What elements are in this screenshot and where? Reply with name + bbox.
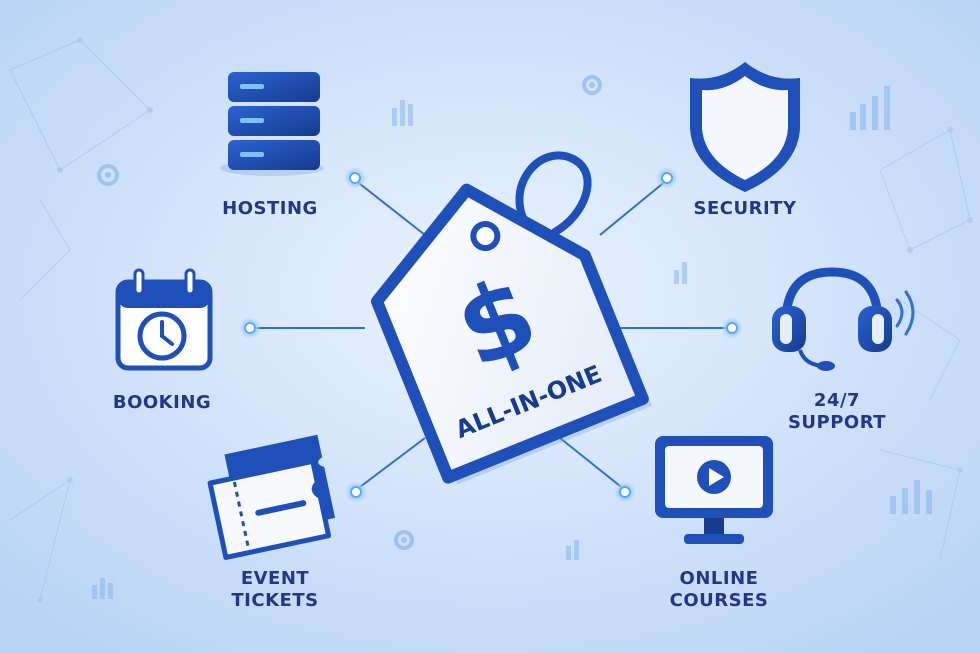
label-online-courses: ONLINE COURSES [654, 568, 784, 612]
headset-icon [772, 267, 915, 371]
tag-body [370, 183, 649, 484]
connector-security [599, 179, 668, 236]
label-support-line-2: SUPPORT [787, 412, 887, 433]
label-booking-line: BOOKING [112, 392, 212, 413]
label-support-line-1: 24/7 [813, 390, 861, 411]
label-security: SECURITY [680, 198, 810, 220]
shield-icon [690, 62, 800, 192]
label-hosting: HOSTING [205, 198, 335, 220]
tag-hole [470, 221, 501, 252]
connectors [250, 179, 732, 491]
ticket-icon [207, 434, 336, 560]
label-booking: BOOKING [97, 392, 227, 414]
server-icon [220, 72, 324, 176]
background-bar-chart-icon [92, 86, 932, 599]
price-tag: $ ALL-IN-ONE [370, 151, 653, 485]
connector-online-courses [559, 437, 626, 491]
label-online-courses-line-2: COURSES [669, 590, 769, 611]
label-event-tickets-line-1: EVENT [240, 568, 310, 589]
background-dots [37, 37, 973, 603]
connector-nodes [239, 167, 743, 503]
label-event-tickets: EVENT TICKETS [210, 568, 340, 612]
tag-string [515, 151, 592, 236]
calendar-clock-icon [115, 268, 213, 371]
label-online-courses-line-1: ONLINE [679, 568, 759, 589]
label-security-line: SECURITY [693, 198, 797, 219]
label-hosting-line: HOSTING [222, 198, 318, 219]
label-support: 24/7 SUPPORT [772, 390, 902, 434]
background-gear-icon [97, 75, 602, 550]
connector-event-tickets [355, 437, 426, 491]
connector-hosting [354, 179, 426, 236]
label-event-tickets-line-2: TICKETS [231, 590, 319, 611]
monitor-play-icon [655, 436, 773, 544]
